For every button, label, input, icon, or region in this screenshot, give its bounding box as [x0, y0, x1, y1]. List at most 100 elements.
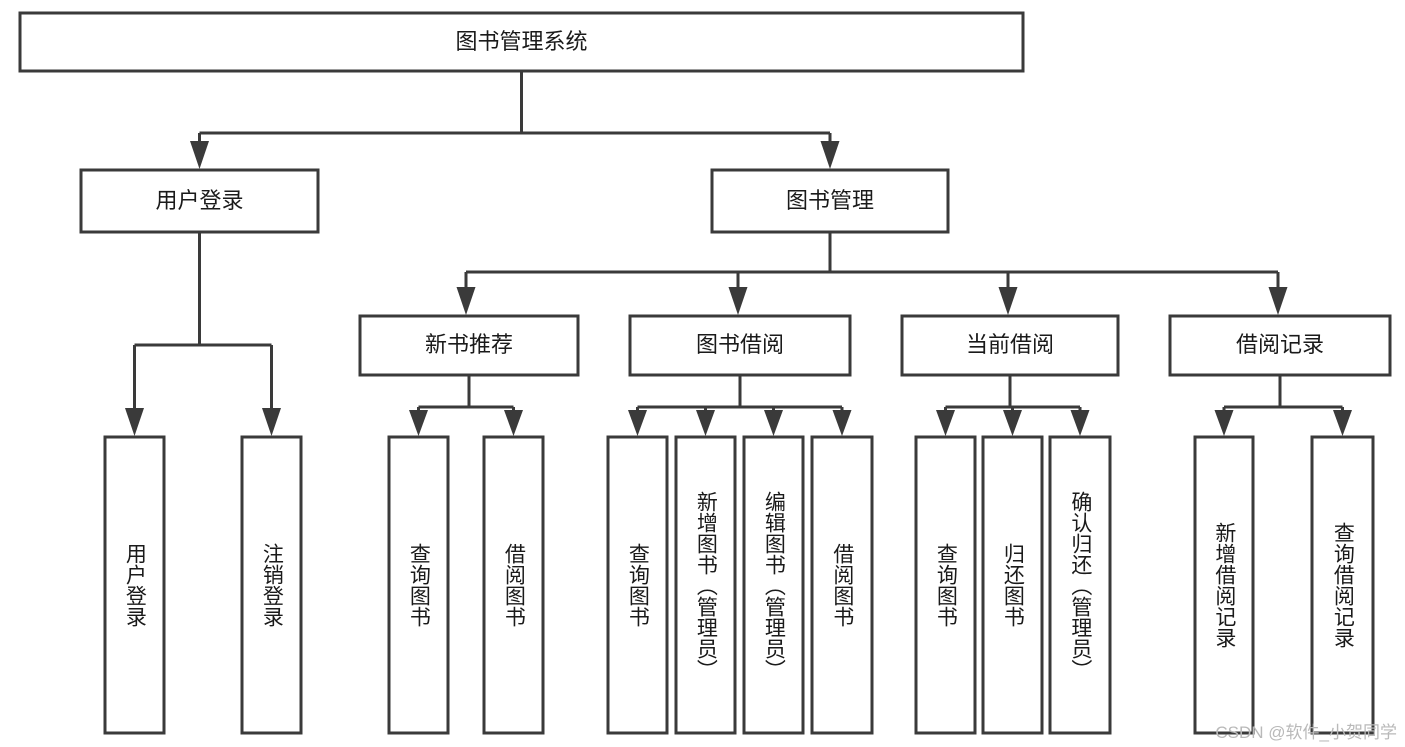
leaf-query-book-1-text-wrap: 查询图书: [407, 543, 431, 627]
leaf-add-record-text-wrap: 新增借阅记录: [1212, 522, 1236, 648]
leaf-confirm-return[interactable]: 确认归还（管理员）: [1048, 435, 1112, 735]
connector-group-book-manage: [456, 232, 1288, 315]
node-book-borrow-label: 图书借阅: [696, 332, 784, 357]
arrow-head-borrow-record: [1268, 287, 1288, 315]
leaf-add-book[interactable]: 新增图书（管理员）: [674, 435, 737, 735]
leaf-query-book-2-box[interactable]: [606, 435, 669, 735]
node-borrow-record-box[interactable]: [1168, 314, 1392, 377]
leaf-query-record-text-wrap: 查询借阅记录: [1331, 522, 1354, 648]
node-book-borrow-box[interactable]: [628, 314, 852, 377]
arrow-head-leaf-add-record: [1214, 410, 1234, 436]
leaf-add-record[interactable]: 新增借阅记录: [1193, 435, 1255, 735]
arrow-head-leaf-query-record: [1333, 410, 1352, 436]
leaf-user-login-label: 用户登录: [123, 543, 147, 627]
leaf-add-record-label: 新增借阅记录: [1212, 522, 1236, 648]
arrow-head-leaf-edit-book: [764, 410, 783, 436]
leaf-return-book-label: 归还图书: [1001, 543, 1025, 627]
arrow-head-user-login: [190, 141, 209, 169]
leaf-borrow-book-1-text-wrap: 借阅图书: [502, 543, 526, 627]
leaf-user-logout[interactable]: 注销登录: [240, 435, 303, 735]
arrow-head-leaf-borrow-book-2: [832, 410, 852, 436]
leaf-query-book-2[interactable]: 查询图书: [606, 435, 669, 735]
leaf-user-logout-text-wrap: 注销登录: [260, 543, 284, 627]
leaf-add-book-box[interactable]: [674, 435, 737, 735]
leaf-query-book-3-label: 查询图书: [934, 543, 958, 627]
leaf-user-login-box[interactable]: [103, 435, 166, 735]
arrow-head-leaf-borrow-book-1: [504, 410, 523, 436]
arrow-head-book-borrow: [728, 287, 748, 315]
leaf-user-login-text-wrap: 用户登录: [123, 543, 147, 627]
node-root[interactable]: 图书管理系统: [18, 11, 1025, 73]
leaf-confirm-return-label: 确认归还（管理员）: [1068, 490, 1092, 680]
node-current-borrow-label: 当前借阅: [966, 332, 1054, 357]
leaf-query-book-3-box[interactable]: [914, 435, 977, 735]
node-user-login-box[interactable]: [79, 168, 320, 234]
leaf-confirm-return-text-wrap: 确认归还（管理员）: [1068, 490, 1092, 680]
leaf-query-book-1-label: 查询图书: [407, 543, 431, 627]
arrow-head-leaf-confirm-return: [1070, 410, 1090, 436]
leaf-borrow-book-1[interactable]: 借阅图书: [482, 435, 545, 735]
node-new-book-rec[interactable]: 新书推荐: [358, 314, 580, 377]
arrow-head-leaf-query-book-3: [936, 410, 955, 436]
leaf-borrow-book-2-label: 借阅图书: [830, 543, 854, 627]
node-new-book-rec-label: 新书推荐: [425, 332, 513, 357]
node-current-borrow[interactable]: 当前借阅: [900, 314, 1120, 377]
node-book-manage[interactable]: 图书管理: [710, 168, 950, 234]
arrow-head-new-book-rec: [456, 287, 476, 315]
leaf-return-book[interactable]: 归还图书: [981, 435, 1044, 735]
leaf-add-record-box[interactable]: [1193, 435, 1255, 735]
node-user-login-label: 用户登录: [155, 188, 243, 213]
leaf-edit-book-text-wrap: 编辑图书（管理员）: [762, 490, 786, 680]
leaf-edit-book[interactable]: 编辑图书（管理员）: [742, 435, 805, 735]
arrow-head-leaf-return-book: [1003, 410, 1022, 436]
node-user-login[interactable]: 用户登录: [79, 168, 320, 234]
connector-group-new-book-rec: [409, 375, 523, 436]
leaf-borrow-book-2-text-wrap: 借阅图书: [830, 543, 854, 627]
arrow-head-leaf-user-logout: [262, 408, 281, 436]
leaf-query-book-3[interactable]: 查询图书: [914, 435, 977, 735]
arrow-head-leaf-query-book-2: [628, 410, 647, 436]
connector-group-borrow-record: [1214, 375, 1352, 436]
leaf-user-logout-label: 注销登录: [260, 543, 284, 627]
node-book-manage-label: 图书管理: [786, 188, 874, 213]
leaf-query-book-3-text-wrap: 查询图书: [934, 543, 958, 627]
arrow-head-current-borrow: [998, 287, 1018, 315]
arrow-head-leaf-add-book: [696, 410, 715, 436]
leaf-add-book-text-wrap: 新增图书（管理员）: [694, 490, 718, 680]
arrow-head-leaf-user-login: [125, 408, 144, 436]
connector-group-root: [190, 71, 840, 169]
leaf-return-book-box[interactable]: [981, 435, 1044, 735]
connector-group-current-borrow: [936, 375, 1090, 436]
leaf-edit-book-box[interactable]: [742, 435, 805, 735]
arrow-head-book-manage: [820, 141, 840, 169]
leaf-user-login[interactable]: 用户登录: [103, 435, 166, 735]
leaf-borrow-book-1-box[interactable]: [482, 435, 545, 735]
node-root-label: 图书管理系统: [455, 29, 587, 54]
leaf-add-book-label: 新增图书（管理员）: [694, 490, 718, 680]
leaf-borrow-book-2[interactable]: 借阅图书: [810, 435, 874, 735]
leaf-query-record-box[interactable]: [1310, 435, 1375, 735]
leaf-borrow-book-1-label: 借阅图书: [502, 543, 526, 627]
leaf-query-book-2-text-wrap: 查询图书: [626, 543, 650, 627]
node-borrow-record[interactable]: 借阅记录: [1168, 314, 1392, 377]
node-current-borrow-box[interactable]: [900, 314, 1120, 377]
leaf-borrow-book-2-box[interactable]: [810, 435, 874, 735]
node-book-manage-box[interactable]: [710, 168, 950, 234]
leaf-query-book-1[interactable]: 查询图书: [387, 435, 450, 735]
node-root-box[interactable]: [18, 11, 1025, 73]
leaf-return-book-text-wrap: 归还图书: [1001, 543, 1025, 627]
connector-group-user-login: [125, 232, 281, 436]
leaf-query-record[interactable]: 查询借阅记录: [1310, 435, 1375, 735]
leaf-user-logout-box[interactable]: [240, 435, 303, 735]
leaf-edit-book-label: 编辑图书（管理员）: [762, 490, 786, 680]
connector-group-book-borrow: [628, 375, 852, 436]
node-borrow-record-label: 借阅记录: [1236, 332, 1324, 357]
node-book-borrow[interactable]: 图书借阅: [628, 314, 852, 377]
arrow-head-leaf-query-book-1: [409, 410, 428, 436]
leaf-query-book-2-label: 查询图书: [626, 543, 650, 627]
leaf-confirm-return-box[interactable]: [1048, 435, 1112, 735]
leaf-query-book-1-box[interactable]: [387, 435, 450, 735]
node-new-book-rec-box[interactable]: [358, 314, 580, 377]
